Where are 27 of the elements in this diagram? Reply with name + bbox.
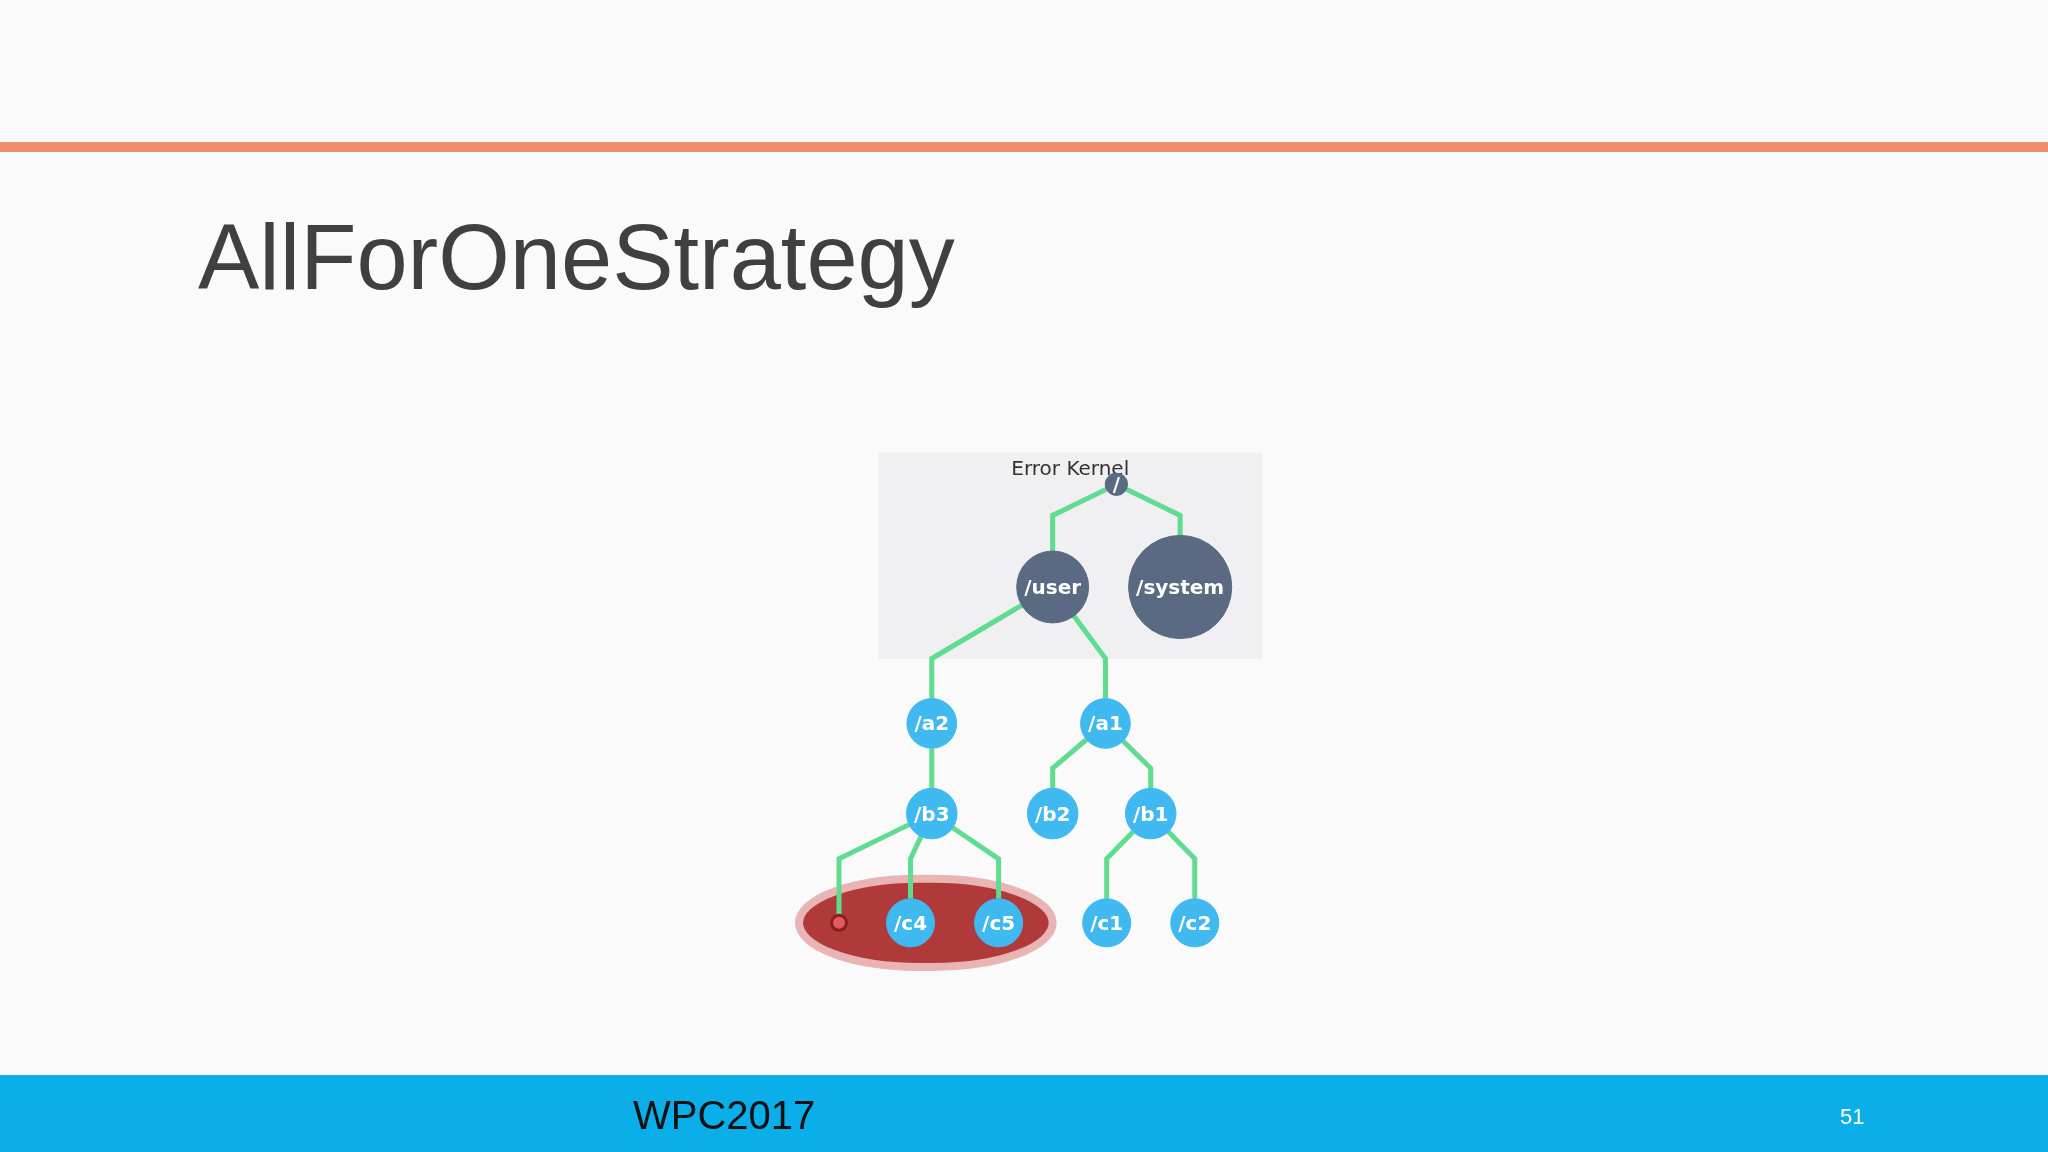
connector bbox=[928, 603, 1023, 699]
node-circle: /c1 bbox=[1081, 898, 1131, 948]
node-circle bbox=[829, 913, 848, 932]
footer-text: WPC2017 bbox=[633, 1093, 816, 1138]
node-circle: /a2 bbox=[906, 698, 957, 749]
connector bbox=[1049, 486, 1108, 552]
node-circle: /c4 bbox=[885, 898, 935, 948]
connector bbox=[907, 835, 923, 899]
node-circle: /b2 bbox=[1026, 787, 1079, 840]
page-number: 51 bbox=[1840, 1104, 1865, 1130]
node-circle: /system bbox=[1127, 534, 1232, 640]
node-circle: /c2 bbox=[1169, 898, 1219, 948]
connector bbox=[950, 825, 1001, 899]
connector bbox=[1124, 486, 1183, 536]
connector bbox=[1049, 737, 1088, 789]
connector bbox=[928, 748, 934, 789]
connector bbox=[1103, 829, 1135, 899]
node-circle: /b3 bbox=[905, 787, 958, 840]
node-circle: /c5 bbox=[973, 898, 1023, 948]
node-circle: /user bbox=[1015, 550, 1089, 624]
connector bbox=[1121, 739, 1153, 789]
connector bbox=[1071, 614, 1108, 699]
node-circle: /a1 bbox=[1079, 698, 1131, 749]
slide-title: AllForOneStrategy bbox=[198, 205, 955, 310]
node-circle: /b1 bbox=[1124, 787, 1177, 840]
connector bbox=[1166, 829, 1197, 899]
connector bbox=[836, 822, 910, 916]
